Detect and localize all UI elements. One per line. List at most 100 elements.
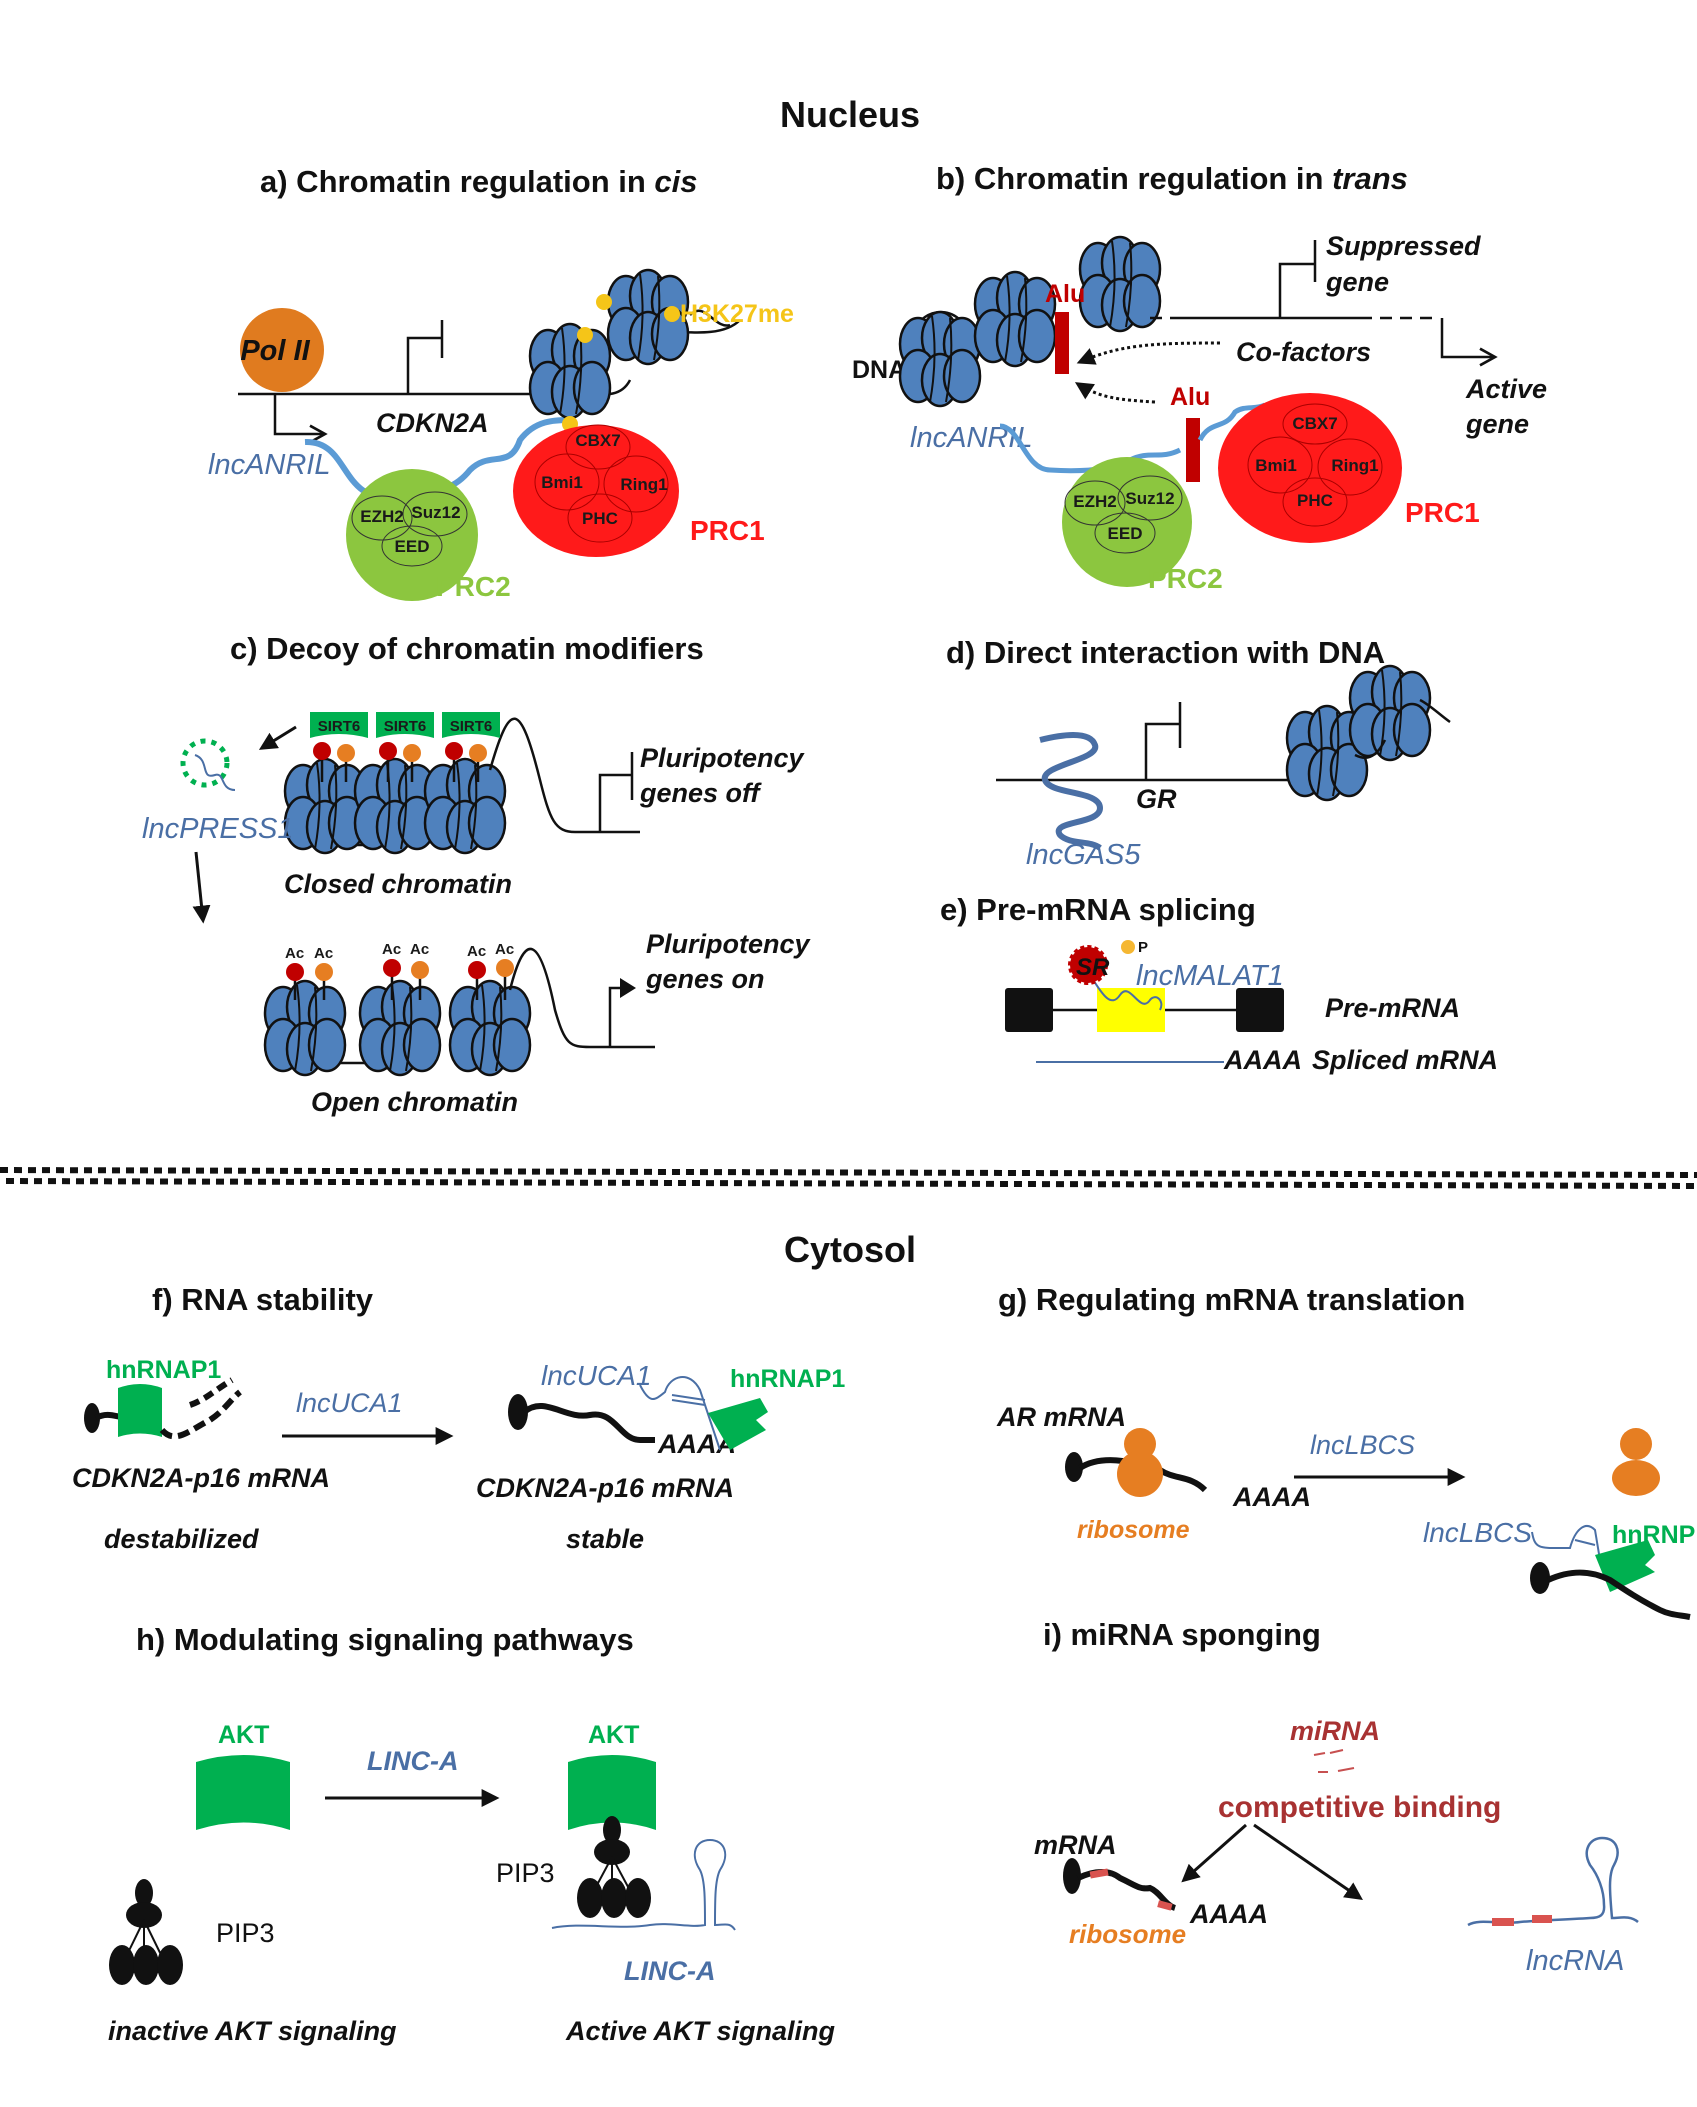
suppressed-promoter-icon [1278,240,1317,318]
hnrnap1-protein [118,1384,162,1437]
polya-label: AAAA [1189,1899,1268,1929]
pip3-icon [109,1879,183,1985]
gene-label: CDKN2A [376,408,489,438]
lnclbcs-label: lncLBCS [1423,1517,1532,1548]
alu-arrow [1074,382,1156,404]
suppressed-label-2: gene [1325,267,1389,297]
active-label-1: Active [1465,374,1547,404]
prc1-subunit: PHC [582,509,618,528]
histone-marks-closed [313,742,487,782]
ac-label: Ac [314,945,333,962]
lncpress1-label: lncPRESS1 [142,813,294,845]
mirna-fragments [1313,1749,1355,1773]
nucleosome-icon [358,979,442,1077]
hnrnpi-label: hnRNPI [1612,1521,1697,1549]
competitive-binding-label: competitive binding [1218,1791,1501,1824]
inactive-label: inactive AKT signaling [108,2016,397,2046]
hnrnap1-protein [708,1398,768,1450]
prc1-label: PRC1 [690,515,765,546]
cofactor-arrow [1076,341,1221,365]
prc2-subunit: Suz12 [1125,489,1174,508]
phospho-icon [1121,940,1135,954]
prc2-label: PRC2 [436,571,511,602]
pre-mrna-label: Pre-mRNA [1325,993,1460,1023]
lncuca1-strand [639,1376,721,1451]
methyl-mark-icon [664,306,680,322]
pip3-icon [577,1816,651,1918]
repressed-promoter-icon [598,752,634,832]
ac-label: Ac [495,941,514,958]
nucleosome-icon [263,979,347,1077]
lncanril-label: lncANRIL [208,449,331,481]
alu-label-top: Alu [1045,280,1085,308]
lncuca1-label: lncUCA1 [541,1360,651,1391]
prc1-subunit: PHC [1297,491,1333,510]
prc2-label: PRC2 [1148,563,1223,594]
mrna-cap [508,1394,528,1430]
cofactors-label: Co-factors [1236,337,1371,367]
panel-a-title: a) Chromatin regulation in cis [260,164,698,199]
chromatin-fiber [488,717,640,834]
exon-block [1005,988,1053,1032]
ac-label: Ac [382,941,401,958]
spliced-mrna-label: Spliced mRNA [1312,1045,1498,1075]
transition-arrow [192,851,211,924]
methyl-mark-icon [577,327,593,343]
nucleosome-icon [423,757,507,855]
prc2-complex [346,469,478,601]
lncrna-label: lncRNA [1526,1945,1624,1977]
lncgas5-label: lncGAS5 [1026,839,1141,871]
genes-off-label-1: Pluripotency [640,743,806,773]
lncpress1-icon [180,738,236,791]
panel-g-title: g) Regulating mRNA translation [998,1282,1465,1317]
akt-protein [196,1755,290,1830]
sirt6-label: SIRT6 [450,718,493,735]
ar-mrna-strand [1546,1569,1691,1620]
nucleosome-icon [1078,235,1162,333]
prc2-complex [1062,457,1192,587]
pol2-circle [240,308,324,392]
akt-label: AKT [588,1721,639,1749]
nucleosome-icon [283,757,367,855]
mrna-cap [1065,1452,1083,1482]
mrna-label: mRNA [1034,1830,1117,1860]
repressed-promoter-icon [406,320,444,394]
prc1-subunit: Ring1 [1331,456,1378,475]
methyl-mark-icon [596,294,612,310]
ribosome-small-subunit [1620,1428,1652,1460]
lncanril-label: lncANRIL [910,422,1033,454]
pip3-label: PIP3 [216,1918,275,1948]
compartment-divider [0,1167,1697,1189]
nucleus-title: Nucleus [780,94,920,135]
open-chromatin-label: Open chromatin [311,1087,518,1117]
mrna-cap [1063,1858,1081,1894]
ribosome-large-subunit [1117,1451,1163,1497]
lncmalat1-label: lncMALAT1 [1136,960,1284,992]
akt-protein [568,1755,656,1830]
hnrnap1-label: hnRNAP1 [730,1365,845,1393]
nucleosome-icon [353,757,437,855]
ribosome-label: ribosome [1077,1516,1190,1544]
panel-b-title: b) Chromatin regulation in trans [936,161,1408,196]
pol2-label: Pol II [240,335,310,367]
decoy-arrow [258,725,297,750]
binding-arrow-lncrna [1253,1823,1363,1901]
nucleosome-icon [898,310,982,408]
mrna-cap [84,1403,100,1433]
prc2-subunit: Suz12 [411,503,460,522]
binding-arrow-mrna [1181,1823,1247,1883]
nucleosome-icon [1348,664,1432,762]
prc1-subunit: CBX7 [1292,414,1337,433]
prc2-subunit: EED [395,537,430,556]
panel-d-title: d) Direct interaction with DNA [946,635,1385,670]
panel-f: f) RNA stability hnRNAP1 lncUCA1 CDKN2A-… [72,1282,845,1554]
prc2-subunit: EED [1108,524,1143,543]
mrna-left-label: CDKN2A-p16 mRNA [72,1463,330,1493]
linc-a-strand [551,1838,736,1931]
active-promoter-icon [608,986,620,1047]
mirna-label: miRNA [1290,1716,1380,1746]
mrna-right-label: CDKN2A-p16 mRNA [476,1473,734,1503]
akt-label: AKT [218,1721,269,1749]
panel-c: c) Decoy of chromatin modifiers SIRT6 SI… [142,631,812,1117]
